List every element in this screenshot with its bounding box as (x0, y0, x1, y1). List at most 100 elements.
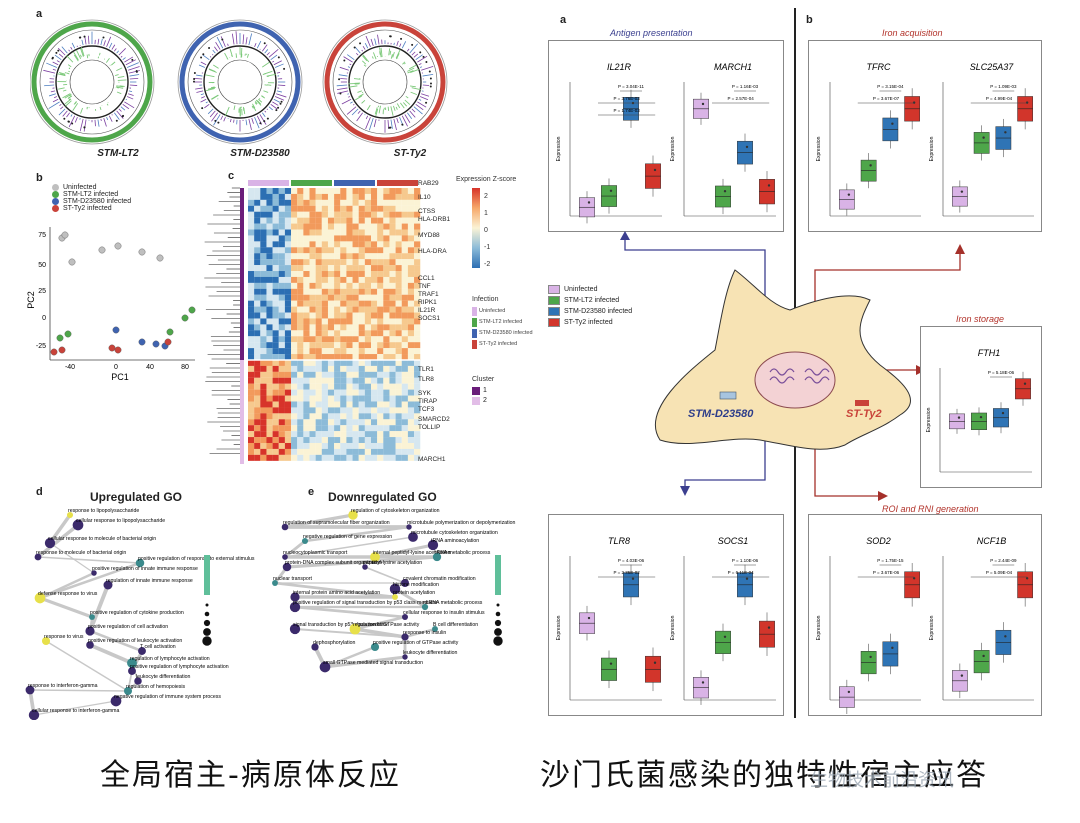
svg-text:-25: -25 (36, 343, 46, 350)
go-term-label: cellular response to insulin stimulus (403, 610, 485, 616)
go-node (400, 578, 410, 588)
infection-bar (248, 180, 289, 186)
go-node (362, 564, 368, 570)
panel-d-label-left: d (36, 486, 43, 498)
heatmap-gene-label: TRAF1 (418, 291, 439, 298)
go-node (392, 594, 398, 600)
panel-c-label-left: c (228, 170, 235, 182)
heatmap-gene-label: TCF3 (418, 406, 435, 413)
heatmap-gene-label: TLR1 (418, 366, 434, 373)
iron-acq-title: Iron acquisition (882, 28, 943, 38)
p-value-label: P = 3.67E-06 (873, 570, 900, 575)
svg-text:25: 25 (38, 288, 46, 295)
roi-title: ROI and RNI generation (882, 504, 979, 514)
heatmap-gene-label: TLR8 (418, 376, 434, 383)
heatmap-gene-label: SYK (418, 390, 432, 397)
heatmap-gene-label: RAB29 (418, 180, 439, 187)
go-term-label: leukocyte differentiation (403, 650, 458, 656)
pca-point (156, 254, 164, 262)
go-term-label: B cell differentiation (433, 622, 478, 628)
cluster-bar-1 (240, 188, 244, 360)
cluster-legend-title: Cluster (472, 376, 495, 383)
go-term-label: regulation of supramolecular fiber organ… (283, 520, 390, 526)
pca-point (98, 246, 106, 254)
go-node (370, 552, 380, 562)
go-node (311, 643, 319, 651)
down-go-title: Downregulated GO (328, 490, 437, 504)
go-term-label: negative regulation of immune system pro… (114, 694, 221, 700)
infection-bar (291, 180, 332, 186)
go-term-label: microtubule cytoskeleton organization (411, 530, 498, 536)
p-value-label: P = 1.16E-03 (732, 84, 759, 89)
boxplot-ylabel: Expression (816, 136, 822, 161)
boxplot-ylabel: Expression (929, 136, 935, 161)
go-node (348, 510, 358, 520)
go-term-label: response to lipopolysaccharide (68, 508, 139, 514)
boxplot-title: FTH1 (978, 348, 1001, 358)
pca-point (138, 248, 146, 256)
go-node (289, 601, 301, 613)
boxplot-ylabel: Expression (556, 615, 562, 640)
boxplot-title: IL21R (607, 62, 632, 72)
svg-text:75: 75 (38, 232, 46, 239)
go-term-label: tRNA metabolic process (435, 550, 491, 556)
go-node (282, 554, 288, 560)
circos-label-2: STM-D23580 (230, 148, 290, 159)
cluster-bar-2 (240, 360, 244, 464)
boxplot-ylabel: Expression (670, 615, 676, 640)
p-value-label: P = 3.76E-03 (613, 96, 640, 101)
go-term-label: T cell activation (140, 644, 176, 650)
go-term-label: cellular response to interferon-gamma (32, 708, 119, 714)
heatmap-gene-label: RIPK1 (418, 299, 437, 306)
go-term-label: regulation of lymphocyte activation (130, 656, 210, 662)
go-node (370, 642, 380, 652)
right-legend: Uninfected STM-LT2 infected STM-D23580 i… (548, 284, 632, 328)
pca-legend-lt2: STM-LT2 infected (63, 191, 119, 198)
infection-legend-title: Infection (472, 296, 499, 303)
circos-2 (177, 19, 303, 145)
go-node (401, 613, 409, 621)
go-node (301, 537, 309, 545)
panel-b-label-left: b (36, 172, 43, 184)
go-node (319, 661, 331, 673)
p-value-label: P = 4.99E-04 (986, 96, 1013, 101)
cluster-legend: 1 2 (472, 386, 487, 406)
svg-text:-40: -40 (65, 364, 75, 371)
heatmap-gene-label: MYD88 (418, 232, 440, 239)
go-term-label: histone modification (393, 582, 439, 588)
go-node (66, 511, 74, 519)
down-go-network: regulation of cytoskeleton organizationr… (272, 508, 516, 673)
go-term-label: signal transduction by p53 class mediato… (293, 622, 388, 628)
go-term-label: positive regulation of cell activation (88, 624, 168, 630)
heatmap-gene-label: CCL1 (418, 275, 435, 282)
go-term-label: response to insulin (403, 630, 446, 636)
go-term-label: positive regulation of signal transducti… (293, 600, 437, 606)
pca-ylabel: PC2 (26, 291, 36, 309)
go-term-label: regulation of hemopoiesis (126, 684, 186, 690)
panel-e-label-left: e (308, 486, 315, 498)
pca-legend-ty2: ST-Ty2 infected (63, 205, 112, 212)
go-node (408, 532, 418, 542)
go-term-label: internal protein amino acid acetylation (293, 590, 380, 596)
svg-text:80: 80 (181, 364, 189, 371)
cell-label-d23580: STM-D23580 (688, 408, 754, 420)
go-node (86, 641, 94, 649)
go-term-label: covalent chromatin modification (403, 576, 476, 582)
go-node (281, 523, 289, 531)
pca-point (166, 328, 174, 336)
heatmap-gene-label: MARCH1 (418, 456, 446, 463)
go-node (28, 709, 40, 720)
circos-3 (322, 19, 448, 145)
go-term-label: positive regulation of GTPase activity (373, 640, 459, 646)
pca-point (188, 306, 196, 314)
